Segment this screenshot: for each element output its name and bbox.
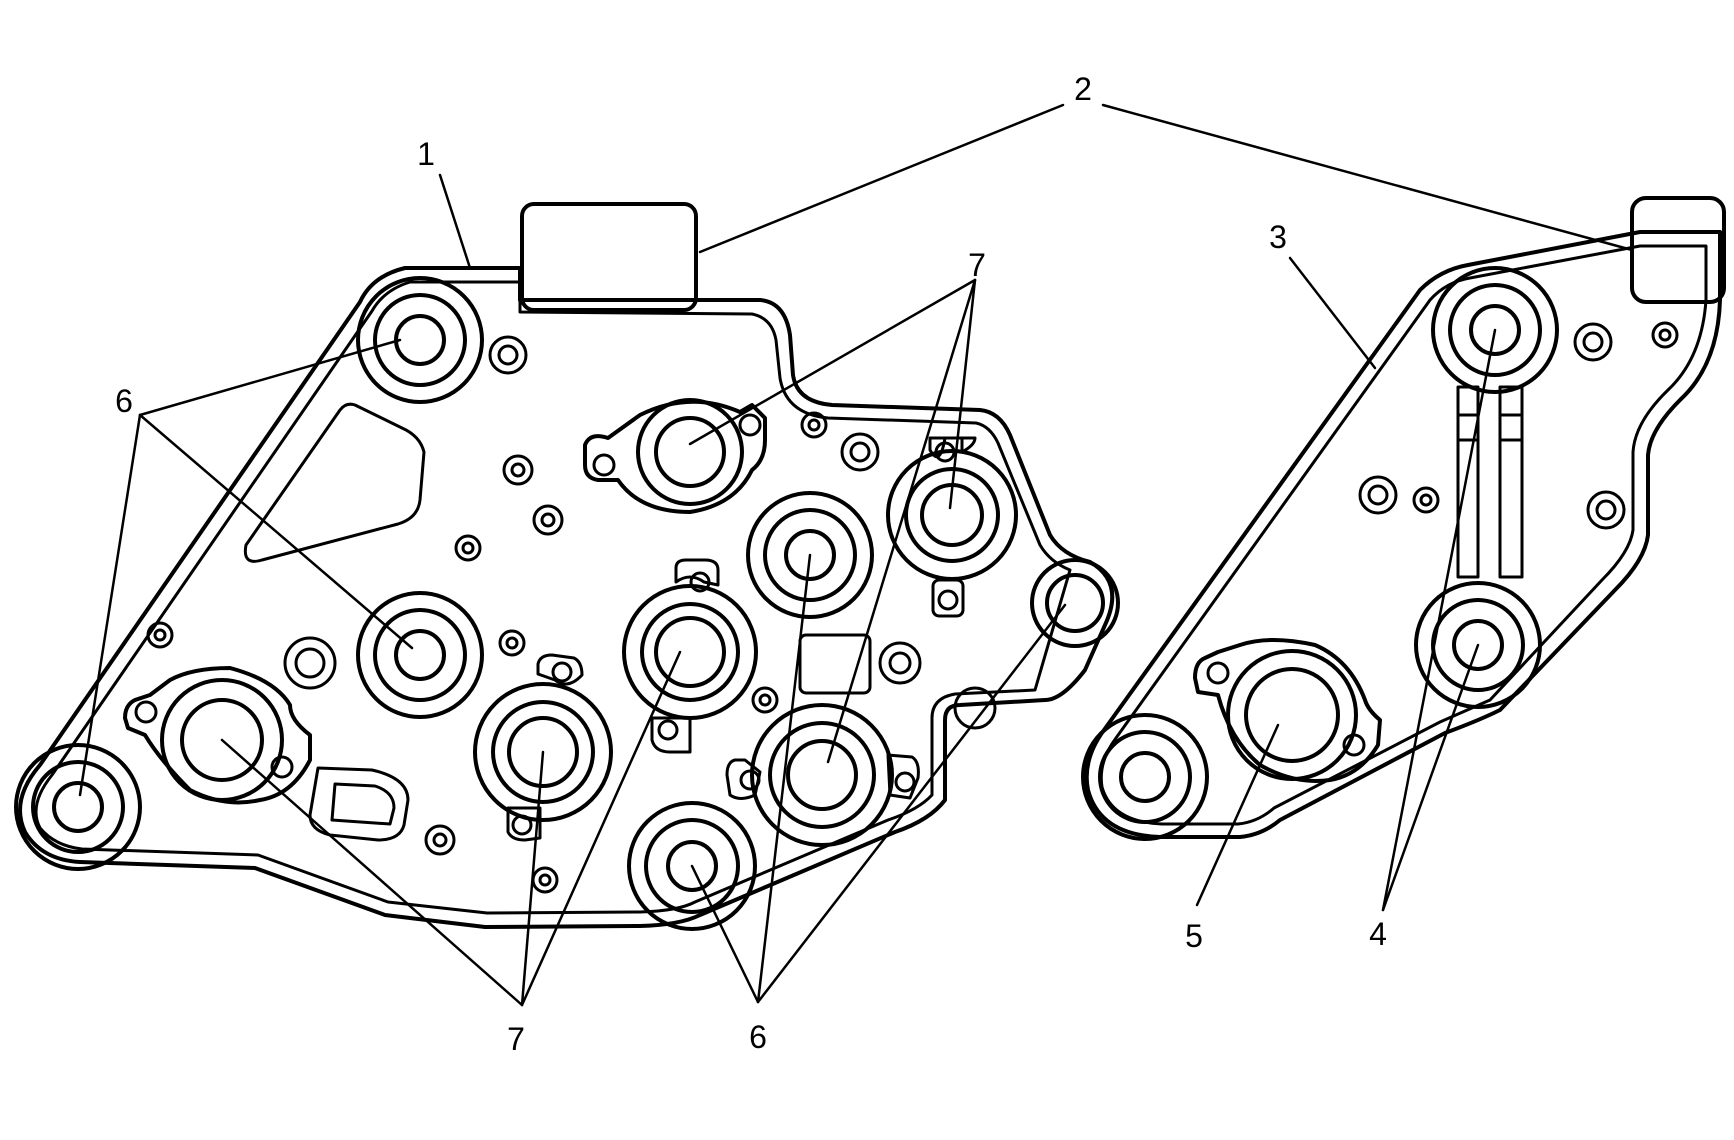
boss-6a: [356, 276, 484, 404]
right-plate-outline: [1084, 230, 1722, 839]
left-plate-window: [243, 402, 426, 563]
callout-6-left: 6: [115, 383, 133, 419]
slots-left: [308, 633, 872, 842]
left-plate-outline: [18, 266, 1115, 929]
leader-lines: [78, 103, 1634, 1007]
boss-4a: [1431, 266, 1559, 394]
slots-right: [1456, 385, 1524, 579]
port-7e: [123, 666, 312, 805]
port-7a: [583, 398, 767, 514]
callout-4: 4: [1369, 916, 1387, 952]
port-5: [1193, 638, 1382, 783]
boss-6d: [746, 491, 874, 619]
port-7c: [622, 558, 758, 754]
callout-7-top: 7: [968, 247, 986, 283]
callout-5: 5: [1185, 918, 1203, 954]
small-holes-right: [1358, 321, 1679, 530]
spacer-plate-left: [14, 202, 1120, 931]
right-plate-tab: [1630, 196, 1726, 304]
callout-1: 1: [417, 136, 435, 172]
port-7b: [886, 436, 1018, 618]
callout-2: 2: [1074, 71, 1092, 107]
small-holes-left: [146, 335, 997, 894]
left-plate-tab: [520, 202, 698, 312]
callout-6-bottom: 6: [749, 1019, 767, 1055]
boss-right-lower: [1081, 713, 1209, 841]
port-7f: [725, 703, 920, 847]
callout-labels: 1 2 3 4 5 6 6 7 7: [115, 71, 1387, 1057]
callout-7-bottom: 7: [507, 1021, 525, 1057]
boss-6f: [1030, 558, 1120, 648]
callout-3: 3: [1269, 219, 1287, 255]
boss-6c: [14, 743, 142, 871]
port-7d: [473, 653, 613, 842]
boss-6b: [356, 591, 484, 719]
boss-6e: [627, 801, 757, 931]
spacer-plate-right: [1081, 196, 1726, 841]
